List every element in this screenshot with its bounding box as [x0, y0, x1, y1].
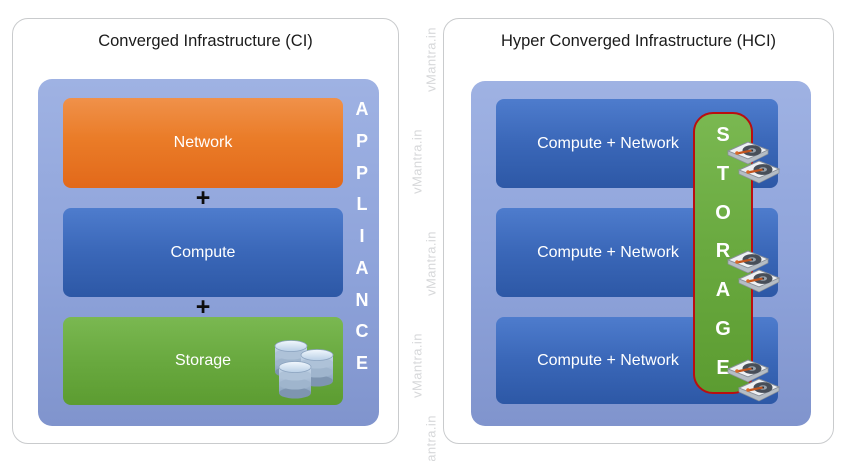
hci-panel: Hyper Converged Infrastructure (HCI) Com…	[443, 18, 834, 444]
ci-panel: Converged Infrastructure (CI) Network + …	[12, 18, 399, 444]
storage-letter: O	[715, 201, 731, 224]
ci-storage-box: Storage	[63, 317, 343, 405]
hci-node-label: Compute + Network	[537, 243, 679, 261]
storage-letter: R	[715, 240, 731, 263]
watermark-text: vMantra.in	[423, 27, 439, 92]
hci-node-label: Compute + Network	[537, 351, 679, 369]
appliance-letter: I	[359, 226, 365, 246]
ci-network-label: Network	[173, 134, 233, 151]
appliance-letter: P	[355, 130, 368, 151]
ci-network-box: Network	[63, 98, 343, 188]
hdd-stack-icon	[727, 141, 781, 184]
ci-compute-box: Compute	[63, 208, 343, 297]
storage-letter: S	[716, 124, 730, 146]
hdd-stack-icon	[727, 250, 781, 293]
storage-letter: T	[716, 162, 730, 185]
appliance-letter: A	[355, 257, 369, 278]
appliance-letter: A	[355, 99, 369, 119]
appliance-letter: C	[355, 321, 369, 342]
ci-panel-title: Converged Infrastructure (CI)	[98, 32, 313, 50]
plus-sign: +	[195, 184, 211, 212]
database-stack-icon	[274, 340, 334, 399]
ci-compute-label: Compute	[170, 243, 236, 261]
ci-appliance-container: Network + Compute + Storage	[38, 79, 379, 426]
storage-letter: A	[715, 279, 731, 302]
appliance-vertical-label: A P P L I A N C E	[344, 100, 380, 372]
watermark-text: vMantra.in	[423, 231, 439, 296]
appliance-letter: N	[355, 289, 369, 310]
storage-letter: G	[715, 318, 731, 341]
watermark-text: vMantra.in	[423, 415, 439, 461]
hci-cluster-container: Compute + Network Compute + Network Comp…	[471, 81, 811, 426]
hci-node-label: Compute + Network	[537, 134, 679, 152]
hdd-stack-icon	[727, 359, 781, 402]
storage-letter: E	[716, 356, 730, 379]
ci-storage-label: Storage	[174, 352, 232, 369]
plus-sign: +	[195, 293, 211, 321]
watermark-text: vMantra.in	[409, 129, 425, 194]
appliance-letter: P	[355, 162, 368, 183]
appliance-letter: E	[355, 353, 368, 373]
appliance-letter: L	[356, 194, 368, 215]
watermark-text: vMantra.in	[409, 333, 425, 398]
hci-panel-title: Hyper Converged Infrastructure (HCI)	[500, 32, 777, 50]
